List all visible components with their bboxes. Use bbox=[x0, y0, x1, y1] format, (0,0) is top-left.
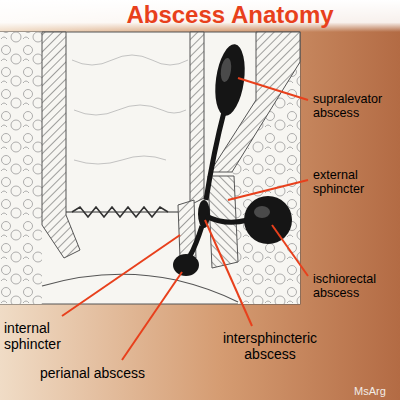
region-label: external sphincter bbox=[313, 168, 399, 197]
title-band bbox=[0, 0, 400, 32]
region-label: internal sphincter bbox=[4, 320, 76, 352]
leader-line bbox=[228, 180, 308, 200]
dentate-baseline bbox=[66, 211, 178, 212]
intersphincteric-abscess-shape bbox=[198, 200, 210, 228]
left-rectal-wall bbox=[42, 32, 80, 258]
region-label: perianal abscess bbox=[40, 365, 210, 381]
region-label: ischiorectal abscess bbox=[313, 272, 399, 301]
abscess-tract bbox=[190, 226, 202, 256]
abscess-tract bbox=[206, 112, 224, 200]
right-rectal-wall bbox=[190, 32, 204, 205]
abscess-highlight bbox=[254, 206, 270, 218]
perianal-abscess-shape bbox=[173, 254, 199, 276]
leader-line bbox=[205, 220, 252, 326]
leader-line bbox=[122, 272, 182, 360]
region-label: supralevator abscess bbox=[313, 92, 399, 121]
leader-line bbox=[62, 235, 180, 316]
sketch bbox=[0, 32, 300, 304]
abscess-highlight bbox=[219, 57, 232, 82]
abscess-tract bbox=[206, 216, 248, 222]
sketch-frame bbox=[0, 32, 300, 304]
leader-lines bbox=[62, 78, 308, 360]
left-fat bbox=[0, 32, 42, 304]
skin-line bbox=[42, 274, 238, 302]
diagram-title: Abscess Anatomy bbox=[118, 1, 342, 29]
leader-line bbox=[272, 225, 308, 276]
watermark: MsArg bbox=[354, 385, 398, 398]
ischiorectal-abscess-shape bbox=[244, 196, 292, 244]
leader-line bbox=[238, 78, 308, 100]
mucosa-folds bbox=[72, 55, 188, 164]
region-label: intersphincteric abscess bbox=[205, 330, 335, 362]
levator-ani bbox=[210, 32, 300, 172]
